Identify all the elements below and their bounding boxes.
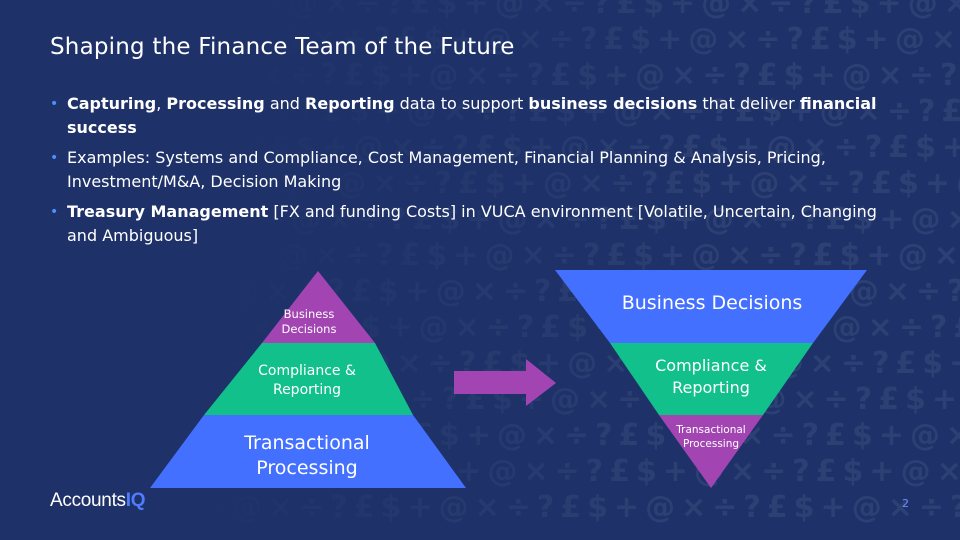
bullet-text: Examples: Systems and Compliance, Cost M… [67,148,826,191]
bullet-dot-icon: • [50,150,59,166]
right-middle-label-line1: Compliance & [655,356,767,375]
left-bottom-label-line1: Transactional [243,432,370,454]
logo-text-accent: IQ [125,490,146,511]
bullet-bold-text: Treasury Management [67,202,269,221]
bullet-bold-text: Processing [166,94,265,113]
bullet-bold-text: financial success [67,94,877,137]
bullet-item: • Examples: Systems and Compliance, Cost … [50,146,910,194]
bullet-bold-text: Capturing [67,94,157,113]
right-pyramid-top-tier [555,270,867,343]
bullet-text: , [156,94,167,113]
bullet-list: • Capturing, Processing and Reporting dat… [50,92,910,254]
left-bottom-label-line2: Processing [256,457,357,479]
bullet-text: [FX and funding Costs] in VUCA environme… [67,202,877,245]
left-pyramid-middle-tier [204,343,413,415]
right-top-label: Business Decisions [622,292,803,314]
right-middle-label-line2: Reporting [672,378,750,397]
bullet-text: that deliver [697,94,800,113]
slide-title: Shaping the Finance Team of the Future [50,34,515,60]
bullet-item: • Capturing, Processing and Reporting dat… [50,92,910,140]
left-pyramid-top-tier [262,271,375,343]
bullet-item: • Treasury Management [FX and funding Cos… [50,200,910,248]
bullet-dot-icon: • [50,96,59,112]
left-top-label-line2: Decisions [282,322,337,336]
bullet-bold-text: Reporting [305,94,395,113]
bullet-text: data to support [394,94,529,113]
left-pyramid: Business Decisions Compliance & Reportin… [150,271,466,488]
right-pyramid-middle-tier [610,343,813,415]
left-top-label-line1: Business [284,307,335,321]
right-arrow-icon [454,359,556,406]
left-pyramid-bottom-tier [150,415,466,488]
right-pyramid-bottom-tier [659,415,763,488]
right-bottom-label-line1: Transactional [675,424,745,436]
page-number: 2 [902,497,909,510]
right-inverted-pyramid: Business Decisions Compliance & Reportin… [555,270,867,488]
left-middle-label-line2: Reporting [273,382,341,398]
logo-text-main: Accounts [50,490,126,511]
accountsiq-logo: AccountsIQ [50,490,146,512]
bullet-text: and [264,94,306,113]
bullet-bold-text: business decisions [528,94,698,113]
right-bottom-label-line2: Processing [683,438,739,450]
bullet-dot-icon: • [50,204,59,220]
left-middle-label-line1: Compliance & [258,363,356,379]
